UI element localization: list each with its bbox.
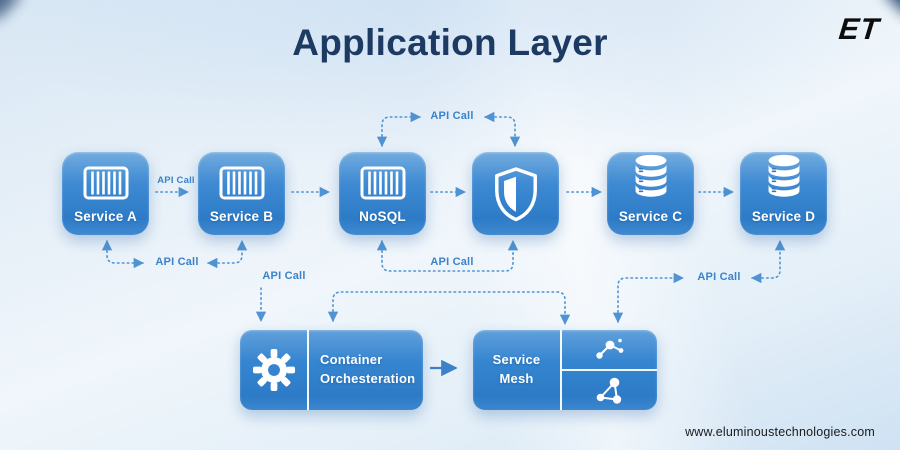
network-nodes-icon [595, 338, 623, 359]
corner-accent-top-right [882, 0, 900, 18]
connector-mesh-loop-service-d-side [750, 239, 786, 284]
mesh-cell-bottom [562, 371, 657, 410]
website-url: www.eluminoustechnologies.com [685, 425, 875, 439]
api-call-label-a-to-b: API Call [157, 175, 195, 186]
node-service-c: Service C [607, 152, 694, 235]
gear-cell [240, 330, 309, 410]
api-call-label-ab-bottom-loop: API Call [155, 256, 199, 268]
api-call-label-nosql-security-bottom: API Call [430, 256, 474, 268]
connector-mesh-loop-left [612, 272, 685, 324]
container-icon [360, 166, 405, 200]
connector-top-loop-security-side [483, 111, 521, 148]
node-label: Service D [751, 209, 816, 224]
connector-bottom-loop-service-b-side [206, 239, 248, 269]
node-label: Container Orchesteration [320, 352, 416, 386]
node-label: Service C [618, 209, 683, 224]
node-service-mesh: Service Mesh [473, 330, 657, 410]
connector-top-loop-nosql-side [376, 111, 422, 148]
node-service-a: Service A [62, 152, 149, 235]
node-label: Service B [209, 209, 274, 224]
container-icon [83, 166, 128, 200]
node-container-orchestration: Container Orchesteration [240, 330, 423, 410]
et-logo: ET [836, 13, 881, 46]
node-label: Service Mesh [492, 352, 541, 386]
node-label: Service A [74, 209, 137, 224]
api-call-label-mesh-service-d: API Call [697, 271, 741, 283]
api-call-label-top-loop: API Call [430, 110, 474, 122]
database-icon [635, 154, 666, 197]
container-icon [219, 166, 264, 200]
mesh-icon-cell [560, 330, 657, 410]
node-service-b: Service B [198, 152, 285, 235]
page-title: Application Layer [292, 22, 608, 63]
gear-icon [252, 348, 295, 392]
connector-container-orchestration-service-mesh-loop [327, 291, 571, 326]
node-nosql: NoSQL [339, 152, 426, 235]
database-icon [768, 154, 799, 197]
node-service-d: Service D [740, 152, 827, 235]
corner-accent-top-left [0, 0, 22, 22]
api-call-label-to-orchestration: API Call [262, 270, 306, 282]
network-triangle-icon [596, 377, 621, 404]
shield-icon [494, 166, 537, 221]
node-security [472, 152, 559, 235]
connector-bottom-loop-service-a-side [101, 239, 145, 269]
node-label: NoSQL [359, 209, 406, 224]
mesh-cell-top [562, 330, 657, 371]
